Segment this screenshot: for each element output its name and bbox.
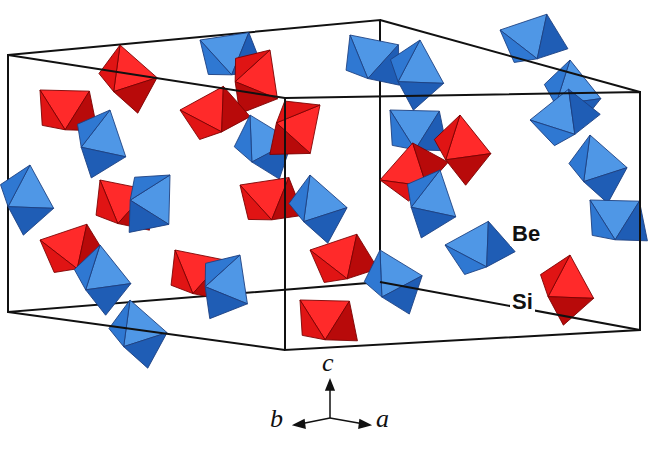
axis-label: c	[322, 350, 334, 376]
atom-label: Si	[510, 290, 535, 314]
tetrahedra	[0, 0, 652, 370]
axis-label: a	[376, 406, 389, 432]
atom-label: Be	[510, 222, 542, 246]
axis-arrows	[294, 380, 370, 428]
axis-label: b	[270, 406, 283, 432]
